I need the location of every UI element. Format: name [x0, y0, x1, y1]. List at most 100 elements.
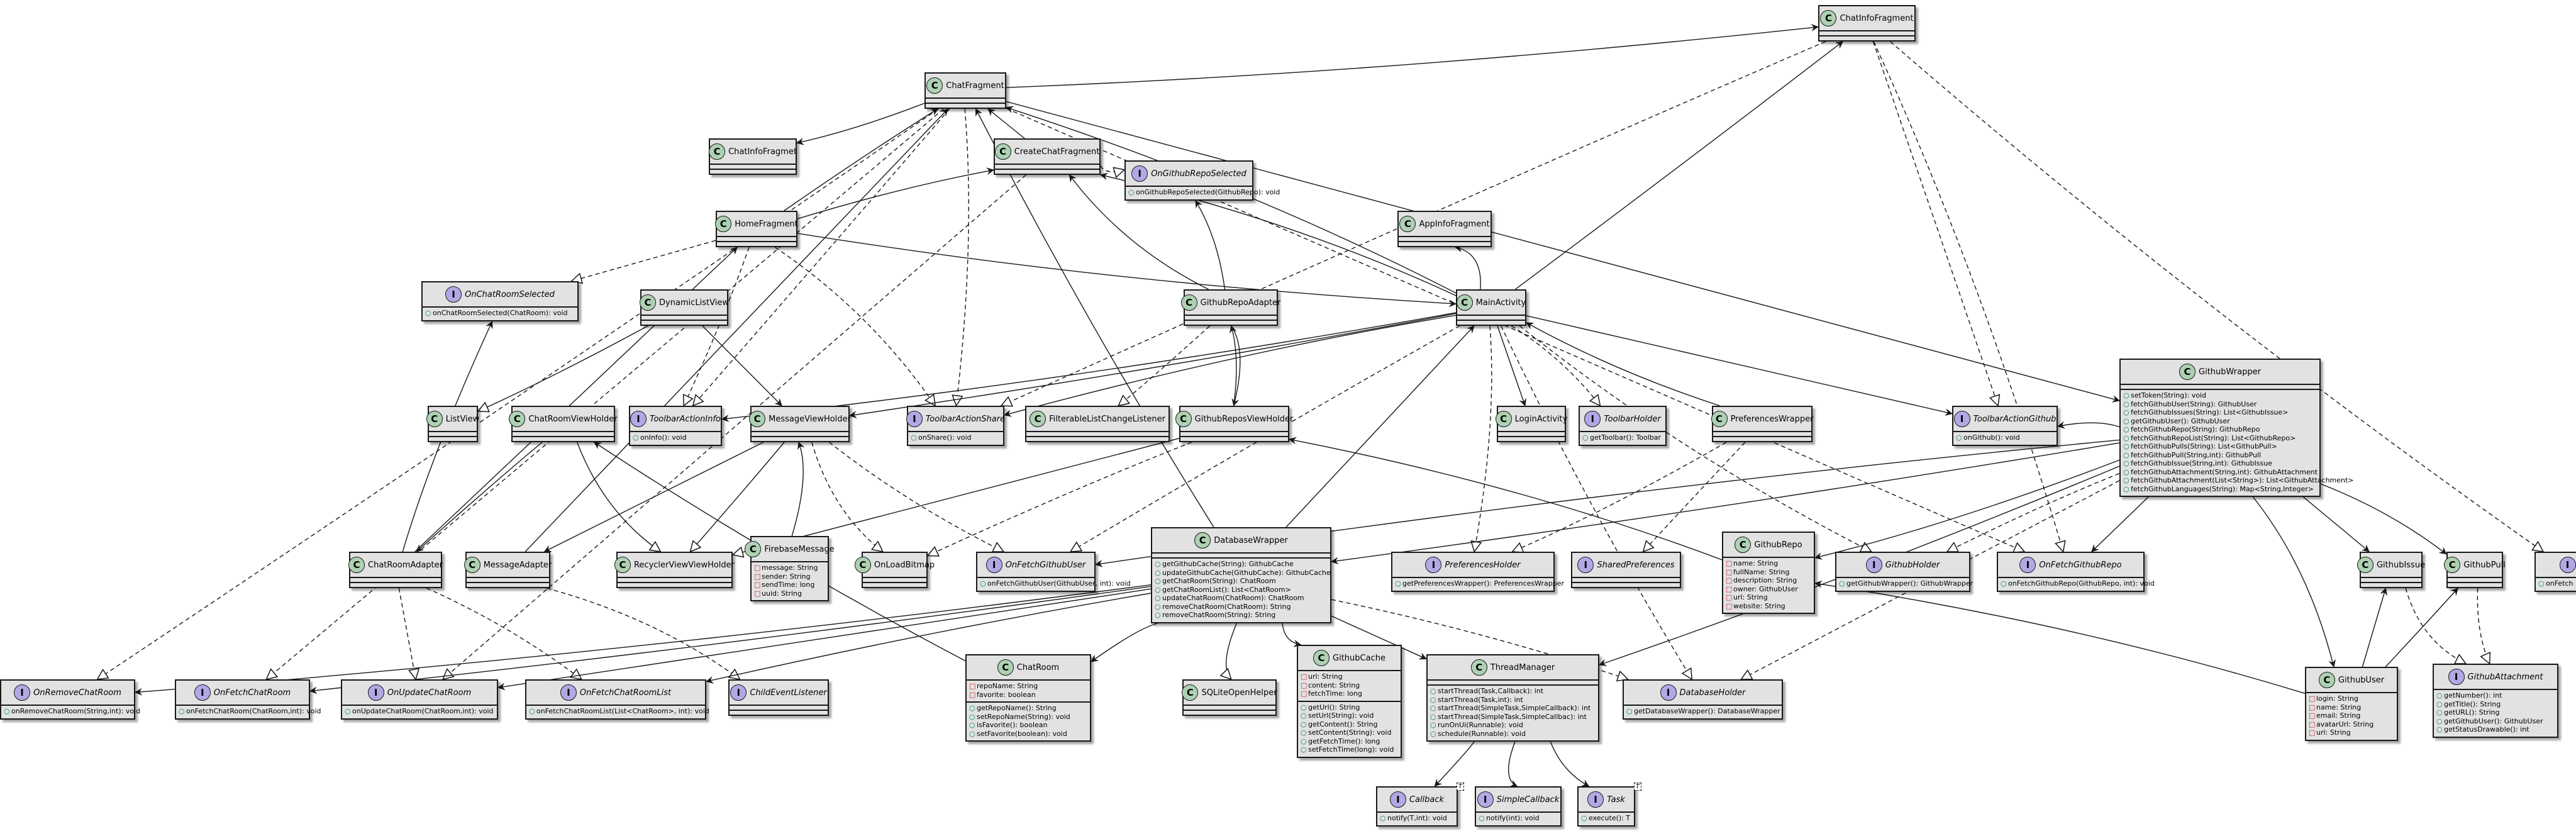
private-visibility-icon: □	[754, 572, 761, 581]
realization-edge	[811, 442, 883, 552]
empty-methods-section	[641, 320, 727, 325]
association-edge	[2252, 496, 2336, 667]
class-name: SharedPreferences	[1597, 560, 1675, 570]
realization-edge	[426, 588, 581, 679]
class-member: ○fetchGithubPull(String,int): GithubPull	[2123, 451, 2317, 460]
realization-edge	[1519, 325, 1871, 552]
member-signature: avatarUrl: String	[2316, 720, 2374, 728]
association-edge	[796, 103, 925, 145]
class-name: GithubAttachment	[2467, 672, 2543, 682]
empty-methods-section	[752, 436, 848, 441]
member-signature: getDatabaseWrapper(): DatabaseWrapper	[1634, 707, 1780, 715]
member-signature: execute(): T	[1589, 814, 1631, 822]
member-signature: fetchGithubIssues(String): List<GithubIs…	[2131, 408, 2289, 416]
class-member: ○onUpdateChatRoom(ChatRoom,int): void	[345, 707, 494, 716]
interface-icon: I	[14, 684, 31, 701]
member-signature: notify(T,int): void	[1387, 814, 1447, 822]
public-visibility-icon: ○	[1155, 611, 1161, 619]
empty-fields-section	[1185, 315, 1277, 320]
member-signature: onChatRoomSelected(ChatRoom): void	[433, 309, 568, 317]
class-member: ○getUrl(): String	[1301, 703, 1398, 712]
private-visibility-icon: □	[1301, 672, 1307, 681]
public-visibility-icon: ○	[2538, 579, 2545, 588]
member-signature: updateGithubCache(GithubCache): GithubCa…	[1162, 568, 1331, 577]
class-member: □login: String	[2309, 694, 2394, 703]
class-icon: C	[1180, 294, 1197, 311]
class-icon: C	[2357, 557, 2373, 573]
class-icon: C	[614, 557, 631, 573]
class-member: □avatarUrl: String	[2309, 720, 2394, 729]
realization-edge	[1474, 325, 1492, 552]
member-signature: name: String	[1733, 559, 1779, 567]
class-member: □uuid: String	[754, 589, 825, 598]
private-visibility-icon: □	[1726, 584, 1733, 593]
class-icon: C	[994, 143, 1011, 160]
class-member: □url: String	[2309, 728, 2394, 737]
public-visibility-icon: ○	[1581, 814, 1587, 822]
class-member: ○fetchGithubLanguages(String): Map<Strin…	[2123, 485, 2317, 494]
association-edge	[1006, 23, 1819, 88]
public-visibility-icon: ○	[4, 707, 10, 715]
member-signature: isFavorite(): boolean	[977, 721, 1048, 729]
empty-methods-section	[1572, 582, 1680, 587]
private-visibility-icon: □	[2309, 720, 2316, 728]
member-signature: fullName: String	[1733, 567, 1790, 576]
public-visibility-icon: ○	[529, 707, 535, 715]
association-edge	[2057, 421, 2120, 429]
member-signature: onUpdateChatRoom(ChatRoom,int): void	[352, 707, 494, 715]
class-member: ○getContent(): String	[1301, 720, 1398, 729]
empty-methods-section	[1457, 320, 1525, 325]
member-section: □name: String□fullName: String□descripti…	[1723, 557, 1814, 613]
association-edge	[849, 313, 1457, 419]
class-icon: C	[926, 77, 943, 94]
empty-methods-section	[1498, 436, 1565, 441]
association-edge	[987, 108, 1025, 139]
empty-methods-section	[467, 582, 549, 587]
class-member: □message: String	[754, 564, 825, 572]
member-signature: owner: GithubUser	[1733, 584, 1798, 593]
interface-icon: I	[1389, 791, 1406, 808]
association-edge	[1231, 325, 1241, 406]
class-member: □email: String	[2309, 711, 2394, 720]
realization-edge	[956, 108, 969, 406]
public-visibility-icon: ○	[1956, 433, 1962, 442]
class-name: OnLoadBitmap	[874, 560, 935, 570]
interface-icon: I	[1660, 684, 1677, 701]
association-edge	[1550, 741, 1590, 787]
association-edge	[1434, 741, 1475, 787]
member-signature: startThread(SimpleTask,SimpleCallback): …	[1438, 704, 1591, 712]
empty-methods-section	[2361, 582, 2421, 587]
member-signature: getContent(): String	[1308, 720, 1378, 728]
type-parameter: T	[1456, 783, 1464, 791]
class-member: ○onFetchChatRoom(ChatRoom,int): void	[179, 707, 321, 716]
association-edge	[1814, 459, 2120, 560]
class-name: OnUpdateChatRoom	[387, 688, 472, 698]
empty-methods-section	[429, 436, 477, 441]
interface-icon: I	[2019, 557, 2036, 573]
class-partial-right: I○onFetch	[2534, 552, 2576, 592]
member-section: ○onShare(): void	[908, 431, 1003, 445]
interface-icon: I	[560, 684, 577, 701]
association-edge	[702, 325, 782, 406]
realization-edge	[828, 442, 1004, 552]
